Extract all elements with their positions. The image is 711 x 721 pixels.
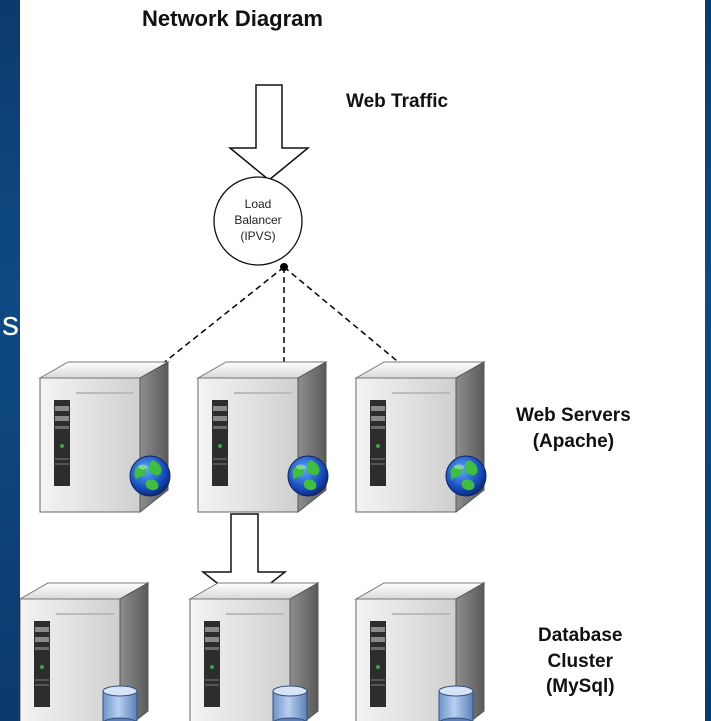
lb-to-web-server-1-connector xyxy=(140,266,285,382)
web-servers-label-line2: (Apache) xyxy=(532,430,615,452)
load-balancer-node xyxy=(213,176,303,266)
network-diagram-panel: Network Diagram Web Traffic Load Balance… xyxy=(20,0,705,721)
database-cylinder-icon xyxy=(272,685,308,721)
globe-icon xyxy=(445,455,487,497)
database-cluster-label: Database Cluster (MySql) xyxy=(538,623,623,700)
slide-edge-text: s xyxy=(2,305,19,343)
web-servers-label: Web Servers (Apache) xyxy=(516,403,631,454)
diagram-canvas xyxy=(20,84,487,721)
web-server-1 xyxy=(39,361,171,513)
database-cluster-label-line1: Database xyxy=(538,625,623,646)
globe-icon xyxy=(129,455,171,497)
database-server-3 xyxy=(355,582,485,721)
web-traffic-arrow xyxy=(227,84,311,181)
database-server-2 xyxy=(189,582,319,721)
web-server-2 xyxy=(197,361,329,513)
globe-icon xyxy=(287,455,329,497)
database-server-1 xyxy=(20,582,149,721)
database-cylinder-icon xyxy=(102,685,138,721)
web-servers-label-line1: Web Servers xyxy=(516,405,631,426)
database-cylinder-icon xyxy=(438,685,474,721)
load-balancer-label-line1: Load xyxy=(244,197,272,211)
web-traffic-label: Web Traffic xyxy=(346,91,449,112)
web-server-3 xyxy=(355,361,487,513)
load-balancer-label-line2: Balancer xyxy=(234,213,282,227)
database-cluster-label-line2: Cluster xyxy=(547,650,613,672)
diagram-title: Network Diagram xyxy=(142,6,323,31)
database-cluster-label-line3: (MySql) xyxy=(545,676,615,698)
load-balancer-label-line3: (IPVS) xyxy=(240,229,276,243)
load-balancer-label: Load Balancer (IPVS) xyxy=(213,196,303,244)
